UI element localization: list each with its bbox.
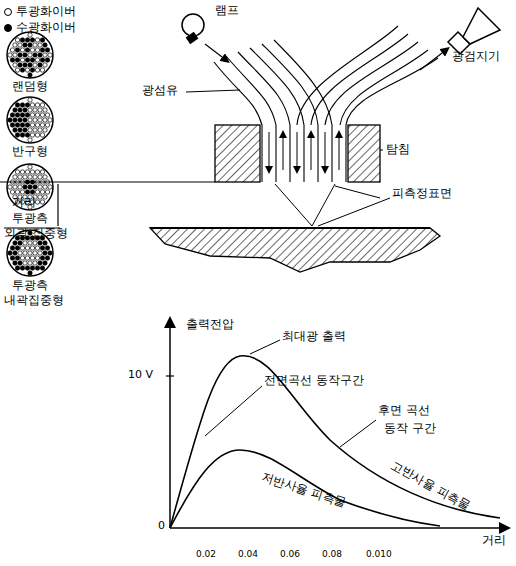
label: 광섬유 xyxy=(142,84,178,98)
lamp-symbol xyxy=(182,14,226,60)
fiber-cross-section xyxy=(7,164,53,210)
legend-text: 투광화이버 xyxy=(16,3,76,20)
measured-surface xyxy=(150,228,440,272)
fiber-cross-section xyxy=(7,32,53,78)
probe-body xyxy=(215,125,260,182)
label: 램프 xyxy=(215,4,239,18)
label: 0.02 xyxy=(196,549,216,559)
label: 피측정표면 xyxy=(392,187,452,201)
label: 0 xyxy=(158,520,165,533)
label: 외곽 집중형 xyxy=(4,227,68,241)
label: 내곽집중형 xyxy=(4,294,64,308)
label: 후면 곡선 xyxy=(378,404,430,418)
fiber-arrows xyxy=(269,132,339,170)
probe-body xyxy=(348,125,380,182)
label: 최대광 출력 xyxy=(282,330,346,344)
label: 거리 xyxy=(482,534,506,548)
label: 탐침 xyxy=(386,143,410,157)
label: 투광측 xyxy=(12,279,48,293)
graph xyxy=(166,322,505,528)
label: 반구형 xyxy=(12,145,48,159)
fiber-bundle xyxy=(214,26,438,182)
label: 저반사율 피측물 xyxy=(260,470,348,510)
label: 출력전압 xyxy=(186,318,234,332)
label: 0.010 xyxy=(366,549,392,559)
label: 광검지기 xyxy=(452,50,500,64)
label: 투광측 xyxy=(12,212,48,226)
legend-swatch xyxy=(3,7,13,17)
label: 거리 xyxy=(12,196,36,210)
label: 0.06 xyxy=(280,549,300,559)
label: 10 V xyxy=(128,369,153,382)
label: 0.08 xyxy=(322,549,342,559)
label: 랜덤형 xyxy=(12,80,48,94)
legend-text: 수광화이버 xyxy=(16,19,76,36)
fiber-cross-section xyxy=(7,97,53,143)
legend-row: 투광화이버 xyxy=(3,3,76,20)
detector-symbol xyxy=(420,8,500,70)
label: 0.04 xyxy=(238,549,258,559)
label: 전면곡선 동작구간 xyxy=(264,374,364,388)
legend-swatch xyxy=(3,23,13,33)
legend-row: 수광화이버 xyxy=(3,19,76,36)
label: 동작 구간 xyxy=(384,422,436,436)
label: 고반사율 피측물 xyxy=(389,459,473,514)
distance-bracket xyxy=(0,182,215,228)
